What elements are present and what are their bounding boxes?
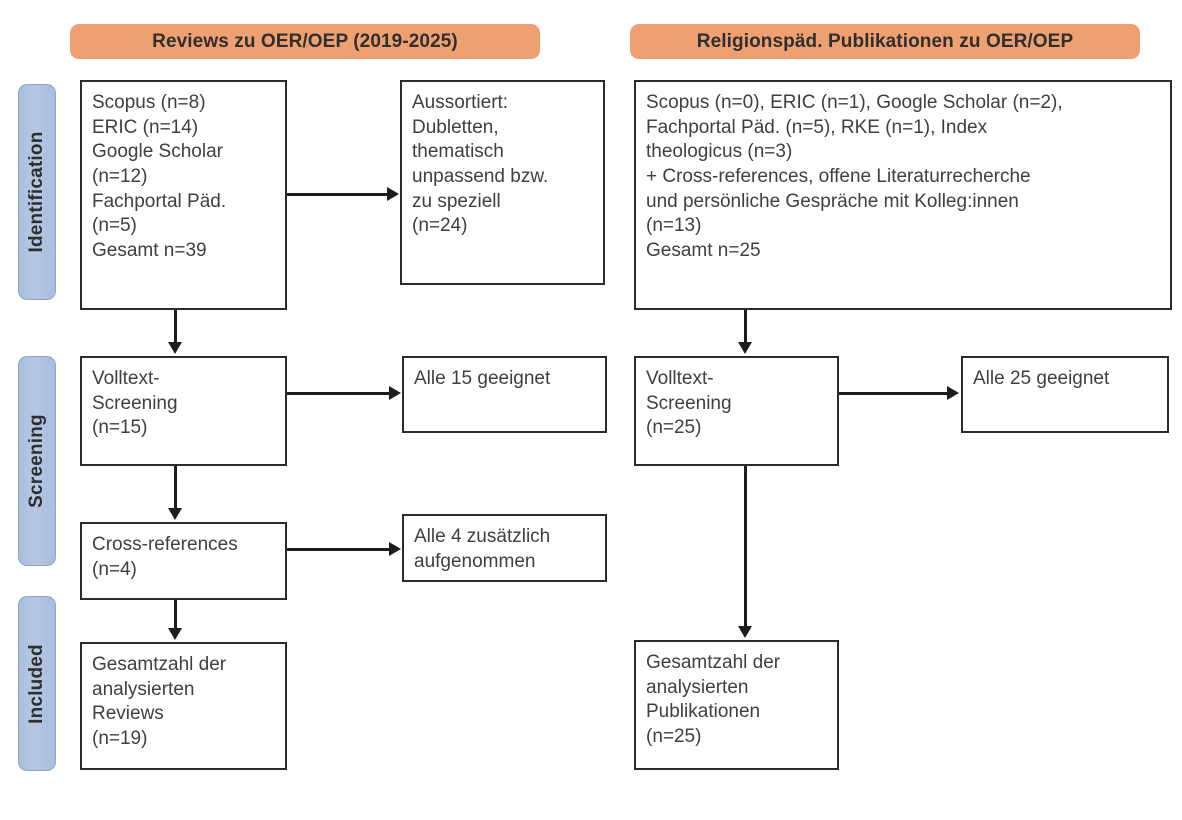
box-line: (n=15) bbox=[92, 417, 148, 439]
box-left-identification-sources: Scopus (n=8) ERIC (n=14) Google Scholar … bbox=[80, 80, 287, 310]
box-line: analysierten bbox=[92, 678, 195, 700]
box-right-screening-result: Alle 25 geeignet bbox=[961, 356, 1169, 433]
box-line: aufgenommen bbox=[414, 550, 536, 572]
box-line: Aussortiert: bbox=[412, 92, 509, 113]
box-line: Dubletten, bbox=[412, 116, 499, 138]
arrowhead-left-identification-to-screening bbox=[168, 342, 182, 354]
box-line: (n=12) bbox=[92, 166, 148, 188]
column-header-reviews: Reviews zu OER/OEP (2019-2025) bbox=[70, 24, 540, 59]
stage-label-identification: Identification bbox=[26, 131, 47, 253]
arrowhead-right-screening-to-included bbox=[738, 626, 752, 638]
connector-right-screening-to-included bbox=[744, 466, 747, 628]
stage-bar-included: Included bbox=[18, 596, 56, 771]
box-line: Alle 25 geeignet bbox=[973, 368, 1110, 389]
box-line: Cross-references bbox=[92, 534, 238, 555]
stage-label-included: Included bbox=[26, 643, 47, 724]
box-line: (n=5) bbox=[92, 215, 137, 237]
box-left-crossrefs: Cross-references (n=4) bbox=[80, 522, 287, 600]
box-right-identification-sources: Scopus (n=0), ERIC (n=1), Google Scholar… bbox=[634, 80, 1172, 310]
box-line: Alle 15 geeignet bbox=[414, 368, 551, 389]
box-line: Volltext- bbox=[646, 368, 714, 389]
box-line: (n=25) bbox=[646, 417, 702, 439]
arrowhead-left-crossrefs-to-included bbox=[168, 628, 182, 640]
box-line: Fachportal Päd. (n=5), RKE (n=1), Index bbox=[646, 116, 988, 138]
box-line: + Cross-references, offene Literaturrech… bbox=[646, 166, 1031, 188]
box-left-included-total: Gesamtzahl der analysierten Reviews (n=1… bbox=[80, 642, 287, 770]
box-line: Gesamtzahl der bbox=[92, 654, 227, 675]
box-line: (n=4) bbox=[92, 558, 137, 580]
connector-left-identification-to-screening bbox=[174, 310, 177, 344]
stage-bar-screening: Screening bbox=[18, 356, 56, 566]
box-line: Reviews bbox=[92, 703, 164, 725]
box-line: zu speziell bbox=[412, 190, 501, 212]
box-line: Publikationen bbox=[646, 701, 761, 723]
column-header-publikationen-label: Religionspäd. Publikationen zu OER/OEP bbox=[696, 30, 1074, 52]
stage-bar-identification: Identification bbox=[18, 84, 56, 300]
box-line: analysierten bbox=[646, 676, 749, 698]
box-line: unpassend bzw. bbox=[412, 166, 549, 188]
box-line: Screening bbox=[646, 392, 732, 414]
box-line: Scopus (n=0), ERIC (n=1), Google Scholar… bbox=[646, 92, 1063, 113]
box-line: Volltext- bbox=[92, 368, 160, 389]
arrowhead-right-screening-to-result bbox=[947, 386, 959, 400]
box-line: Gesamt n=25 bbox=[646, 240, 761, 262]
connector-left-screening-to-result bbox=[287, 392, 389, 395]
arrowhead-left-screening-to-result bbox=[389, 386, 401, 400]
box-line: Screening bbox=[92, 392, 178, 414]
stage-label-screening: Screening bbox=[26, 414, 47, 508]
box-line: Alle 4 zusätzlich bbox=[414, 526, 551, 547]
box-line: Google Scholar bbox=[92, 141, 223, 163]
connector-left-identification-to-excluded bbox=[287, 193, 387, 196]
box-line: thematisch bbox=[412, 141, 504, 163]
box-left-crossrefs-result: Alle 4 zusätzlich aufgenommen bbox=[402, 514, 607, 582]
arrowhead-right-identification-to-screening bbox=[738, 342, 752, 354]
box-line: (n=25) bbox=[646, 726, 702, 748]
column-header-reviews-label: Reviews zu OER/OEP (2019-2025) bbox=[152, 30, 458, 52]
box-right-included-total: Gesamtzahl der analysierten Publikatione… bbox=[634, 640, 839, 770]
box-left-screening: Volltext- Screening (n=15) bbox=[80, 356, 287, 466]
box-line: Gesamtzahl der bbox=[646, 652, 781, 673]
connector-right-identification-to-screening bbox=[744, 310, 747, 344]
box-left-screening-result: Alle 15 geeignet bbox=[402, 356, 607, 433]
arrowhead-left-crossrefs-to-result bbox=[389, 542, 401, 556]
box-line: theologicus (n=3) bbox=[646, 141, 793, 163]
box-line: und persönliche Gespräche mit Kolleg:inn… bbox=[646, 190, 1019, 212]
box-line: Fachportal Päd. bbox=[92, 190, 227, 212]
connector-right-screening-to-result bbox=[839, 392, 947, 395]
box-right-screening: Volltext- Screening (n=25) bbox=[634, 356, 839, 466]
box-line: (n=13) bbox=[646, 215, 702, 237]
box-line: Gesamt n=39 bbox=[92, 240, 207, 262]
connector-left-crossrefs-to-result bbox=[287, 548, 389, 551]
column-header-publikationen: Religionspäd. Publikationen zu OER/OEP bbox=[630, 24, 1140, 59]
box-line: (n=24) bbox=[412, 215, 468, 237]
arrowhead-left-identification-to-excluded bbox=[387, 187, 399, 201]
box-left-excluded: Aussortiert: Dubletten, thematisch unpas… bbox=[400, 80, 605, 285]
box-line: (n=19) bbox=[92, 728, 148, 750]
arrowhead-left-screening-to-crossrefs bbox=[168, 508, 182, 520]
box-line: Scopus (n=8) bbox=[92, 92, 206, 113]
box-line: ERIC (n=14) bbox=[92, 116, 199, 138]
connector-left-screening-to-crossrefs bbox=[174, 466, 177, 510]
connector-left-crossrefs-to-included bbox=[174, 600, 177, 630]
